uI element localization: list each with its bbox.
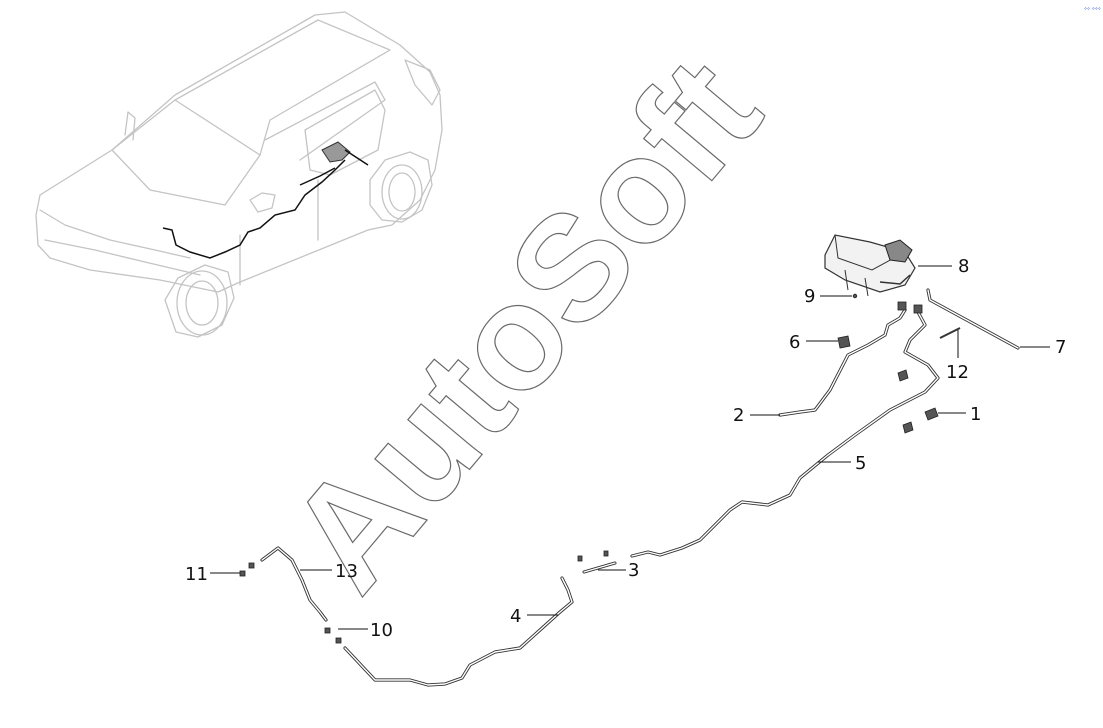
callout-6: 6	[789, 332, 800, 353]
watermark: AutoSoft	[255, 27, 792, 621]
callout-10: 10	[370, 620, 393, 641]
part-10-clip-b	[324, 627, 331, 634]
callout-2: 2	[733, 405, 744, 426]
callout-9: 9	[804, 286, 815, 307]
callout-3: 3	[628, 560, 639, 581]
part-11-clip-a	[248, 562, 255, 569]
callout-12: 12	[946, 362, 969, 383]
watermark-text: AutoSoft	[256, 28, 792, 621]
part-3-pipe	[577, 550, 617, 574]
callout-13: 13	[335, 561, 358, 582]
part-2-pipe	[778, 308, 907, 417]
part-4-pipe	[343, 576, 574, 687]
callout-5: 5	[855, 453, 866, 474]
callout-8: 8	[958, 256, 969, 277]
corner-mark: °° °°°	[1084, 7, 1101, 14]
part-8-canister	[824, 234, 916, 297]
callout-4: 4	[510, 606, 521, 627]
vehicle-illustration	[35, 11, 443, 338]
part-7-tube	[926, 288, 1020, 350]
part-12-clip	[939, 327, 961, 339]
part-10-clip-a	[335, 637, 342, 644]
callout-labels: 1 2 3 4 5 6 7 8 9 10 11 12 13	[185, 256, 1066, 641]
callout-11: 11	[185, 564, 208, 585]
fitting-5-end	[913, 304, 923, 314]
callout-1: 1	[970, 404, 981, 425]
part-11-clip-b	[239, 570, 246, 577]
leader-lines	[210, 265, 1050, 630]
part-9	[852, 293, 858, 299]
clips-1	[897, 369, 939, 434]
part-6-clip	[837, 335, 851, 349]
part-5-pipe	[630, 310, 940, 558]
callout-7: 7	[1055, 337, 1066, 358]
fitting-2-end	[897, 301, 907, 311]
part-13-pipe	[260, 546, 328, 622]
